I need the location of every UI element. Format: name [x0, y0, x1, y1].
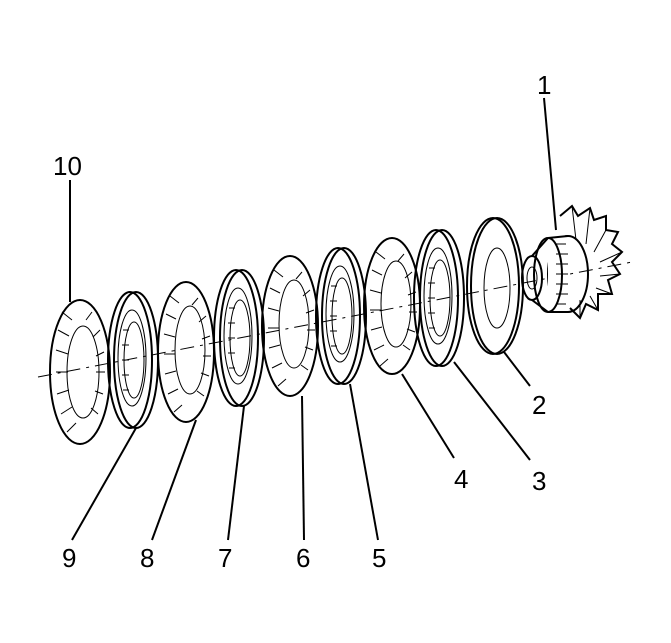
callout-9: 9	[62, 543, 76, 573]
part-9-plate	[107, 291, 159, 429]
leader-5	[349, 383, 379, 541]
leader-6	[301, 395, 305, 541]
part-1-gear	[521, 204, 624, 320]
center-axis	[37, 261, 633, 378]
callout-7: 7	[218, 543, 232, 573]
part-10-disc	[49, 299, 111, 445]
callout-1: 1	[537, 70, 551, 100]
callout-8: 8	[140, 543, 154, 573]
part-3-plate	[413, 229, 465, 367]
part-2-washer	[466, 217, 524, 355]
leader-2	[503, 351, 531, 387]
part-7-plate	[213, 269, 265, 407]
leader-7	[227, 405, 245, 541]
part-4-disc	[363, 237, 421, 375]
part-5-plate	[315, 247, 367, 385]
callout-10: 10	[53, 151, 82, 181]
leader-8	[151, 419, 197, 541]
callout-4: 4	[454, 464, 468, 494]
leader-lines	[69, 97, 557, 541]
leader-4	[401, 373, 455, 459]
part-8-disc	[157, 281, 215, 423]
leader-1	[543, 97, 557, 231]
callout-3: 3	[532, 466, 546, 496]
callout-2: 2	[532, 390, 546, 420]
leader-3	[453, 361, 531, 461]
callout-labels: 1 2 3 4 5 6 7 8 9 10	[53, 70, 551, 573]
callout-5: 5	[372, 543, 386, 573]
callout-6: 6	[296, 543, 310, 573]
leader-9	[71, 427, 137, 541]
part-6-disc	[261, 255, 319, 397]
